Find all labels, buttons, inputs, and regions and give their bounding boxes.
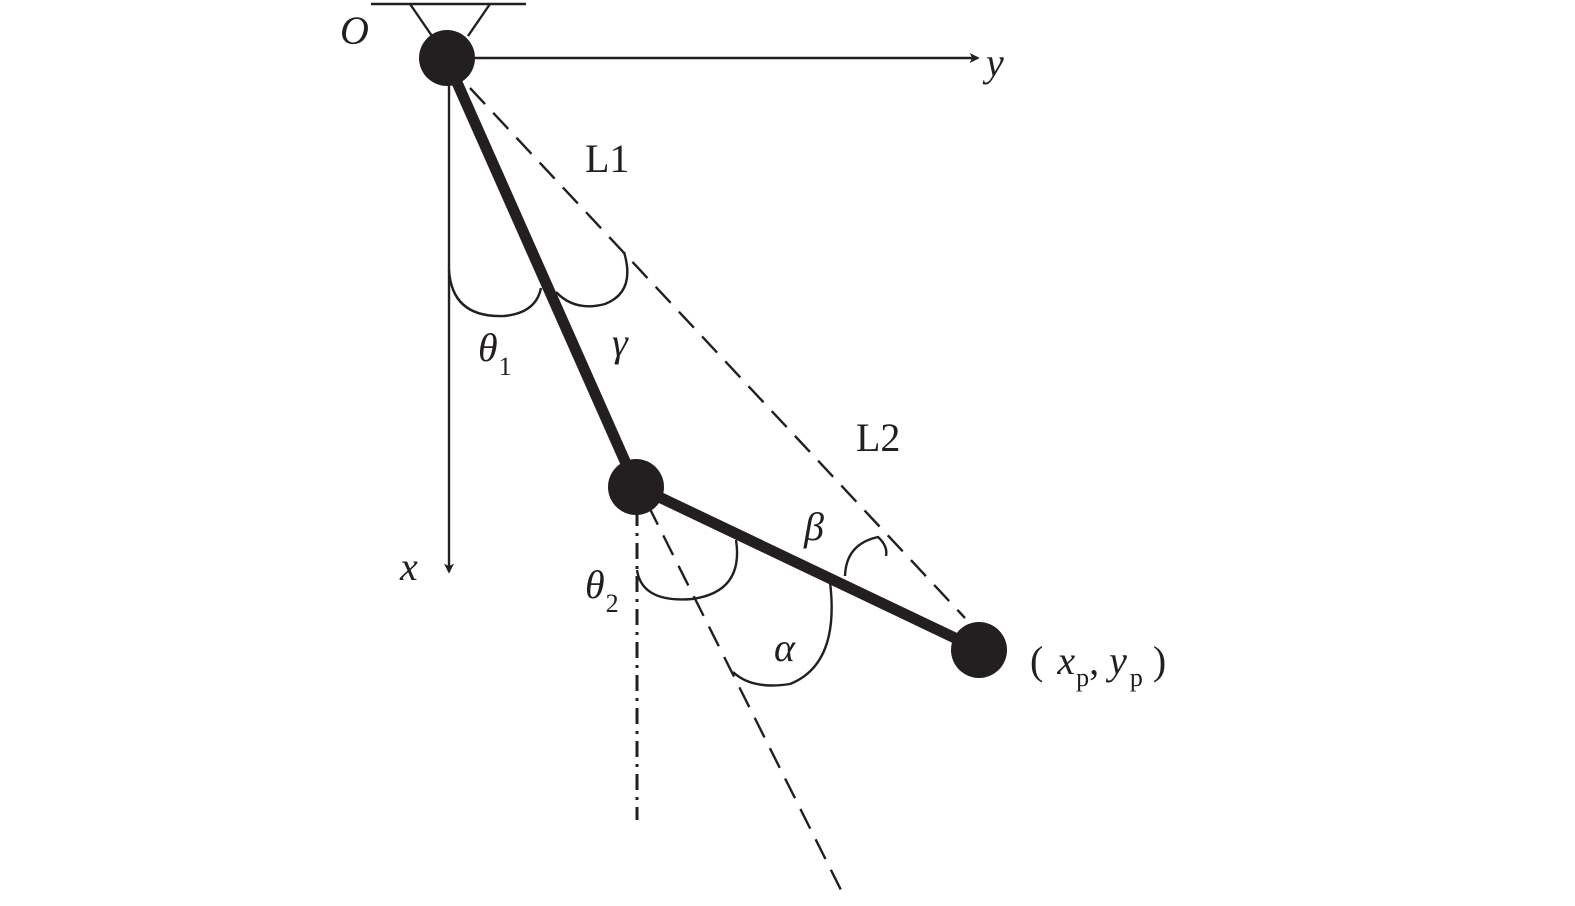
dashed-line-origin-to-end	[469, 87, 966, 619]
link1-label: L1	[585, 136, 629, 181]
beta-arc	[843, 535, 888, 577]
ceiling-mount	[371, 2, 526, 37]
beta-label: β	[803, 504, 824, 549]
gamma-arc	[555, 251, 629, 308]
link-l2	[630, 480, 984, 655]
theta2-label: θ2	[585, 562, 619, 618]
dashed-line-link1-extension	[646, 504, 848, 901]
base-joint	[419, 30, 475, 86]
link2-label: L2	[856, 415, 900, 460]
end-effector	[951, 622, 1007, 678]
elbow-joint	[608, 459, 664, 515]
mount-strut-left	[409, 3, 433, 37]
alpha-label: α	[774, 625, 796, 670]
y-axis-label: y	[982, 40, 1004, 85]
x-axis-label: x	[399, 544, 418, 589]
theta2-arc	[635, 539, 739, 601]
link-l1	[441, 54, 642, 492]
origin-label: O	[340, 8, 369, 53]
gamma-label: γ	[612, 320, 629, 365]
theta1-arc	[447, 269, 543, 318]
theta1-label: θ1	[478, 325, 512, 381]
mount-strut-right	[467, 3, 491, 37]
alpha-arc	[732, 581, 833, 687]
